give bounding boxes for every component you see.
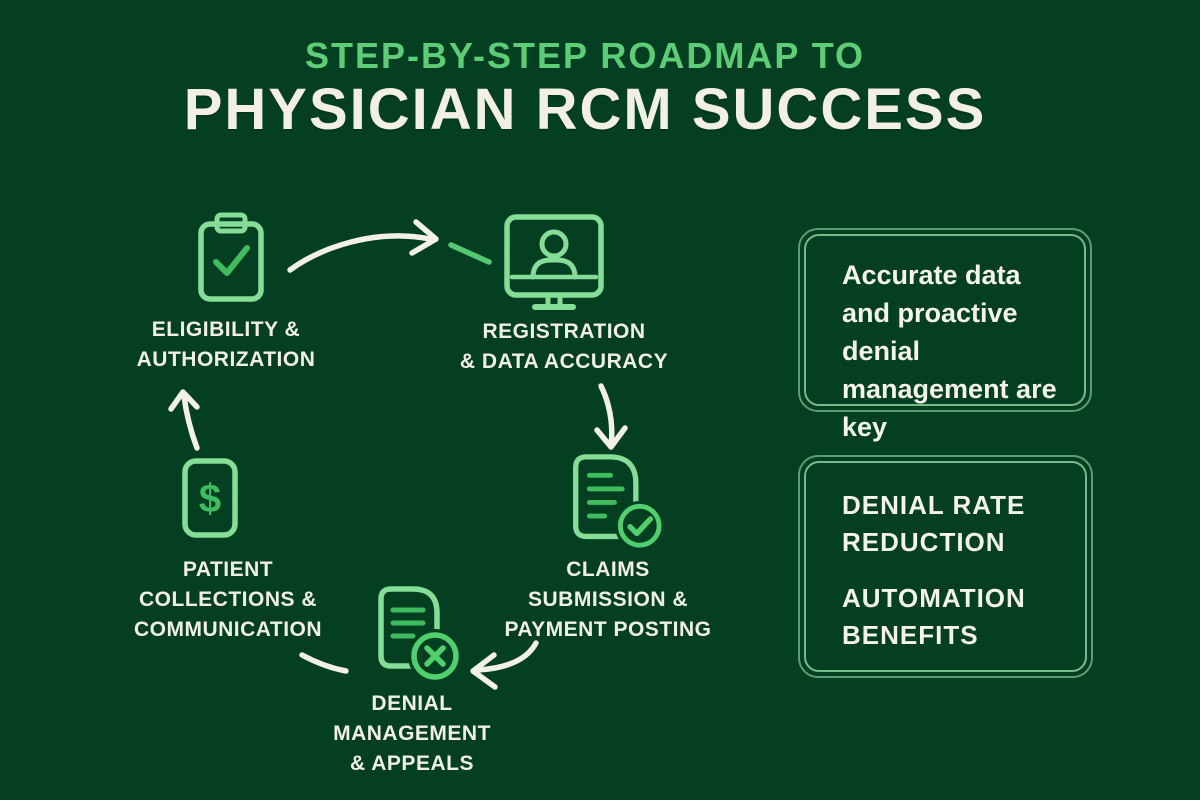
callout-inner-border: Accurate data and proactive denial manag… <box>804 234 1086 442</box>
callout-inner-border: DENIAL RATE REDUCTION AUTOMATION BENEFIT… <box>804 461 1087 672</box>
title-kicker: STEP-BY-STEP ROADMAP TO <box>304 35 866 76</box>
clipboard-check-icon <box>198 212 264 302</box>
step-label-claims-submission-payment-posting: CLAIMS SUBMISSION & PAYMENT POSTING <box>504 555 711 645</box>
callout-line: AUTOMATION <box>842 583 1026 613</box>
step-label-patient-collections-communication: PATIENT COLLECTIONS & COMMUNICATION <box>134 555 322 645</box>
arrow-claims-to-denial-head <box>470 652 498 690</box>
dollar-card-icon: $ <box>182 458 238 538</box>
arrow-patient-to-eligibility <box>181 393 200 451</box>
callout-benefits: DENIAL RATE REDUCTION AUTOMATION BENEFIT… <box>798 455 1093 678</box>
svg-text:$: $ <box>199 477 221 521</box>
document-check-icon <box>573 454 663 551</box>
accent-dash <box>448 242 492 265</box>
arc-denial-to-patient <box>299 652 349 674</box>
monitor-user-icon <box>504 214 604 310</box>
document-x-icon <box>378 586 462 683</box>
callout-benefit-automation: AUTOMATION BENEFITS <box>842 580 1067 654</box>
step-label-line: AUTHORIZATION <box>136 348 316 371</box>
step-label-line: COLLECTIONS & <box>139 588 317 611</box>
arrow-registration-to-claims-head <box>594 425 628 450</box>
callout-text: Accurate data and proactive denial manag… <box>842 260 1057 442</box>
step-label-denial-management-appeals: DENIAL MANAGEMENT & APPEALS <box>333 689 491 779</box>
title-main: PHYSICIAN RCM SUCCESS <box>183 77 987 142</box>
step-label-line: ELIGIBILITY & <box>151 318 301 341</box>
callout-benefit-denial-rate: DENIAL RATE REDUCTION <box>842 487 1067 561</box>
callout-line: DENIAL RATE <box>842 490 1026 520</box>
step-label-line: PATIENT <box>182 558 274 581</box>
arrow-eligibility-to-registration <box>287 233 433 273</box>
step-label-eligibility-authorization: ELIGIBILITY & AUTHORIZATION <box>137 315 316 375</box>
callout-accurate-data: Accurate data and proactive denial manag… <box>798 228 1092 442</box>
step-label-line: CLAIMS <box>566 558 650 581</box>
step-label-registration-data-accuracy: REGISTRATION & DATA ACCURACY <box>460 317 668 377</box>
callout-line: BENEFITS <box>842 620 979 650</box>
page-title: STEP-BY-STEP ROADMAP TO PHYSICIAN RCM SU… <box>0 36 1185 140</box>
arrow-claims-to-denial <box>475 640 539 673</box>
arrow-eligibility-to-registration-head <box>409 219 439 256</box>
step-label-line: SUBMISSION & <box>527 588 688 611</box>
step-label-line: & APPEALS <box>350 752 474 775</box>
step-label-line: REGISTRATION <box>482 320 646 343</box>
arrow-patient-to-eligibility-head <box>168 389 200 412</box>
callout-line: REDUCTION <box>842 527 1006 557</box>
step-label-line: DENIAL <box>371 692 453 715</box>
step-label-line: COMMUNICATION <box>133 618 323 641</box>
step-label-line: PAYMENT POSTING <box>504 618 712 641</box>
step-label-line: & DATA ACCURACY <box>459 350 669 373</box>
step-label-line: MANAGEMENT <box>333 722 491 745</box>
arrow-registration-to-claims <box>598 383 615 448</box>
